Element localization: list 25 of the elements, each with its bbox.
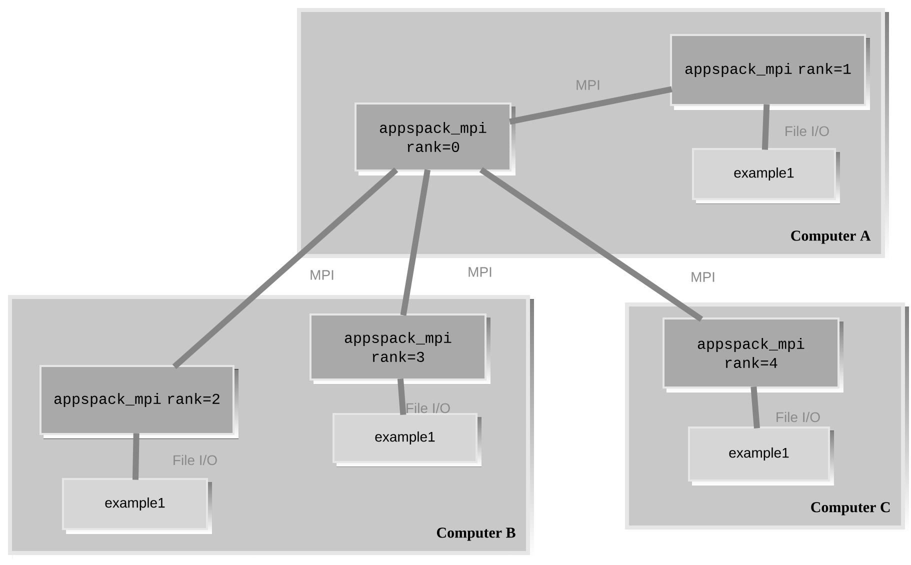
file-box: example1 <box>62 478 212 534</box>
connector-line <box>762 104 770 150</box>
process-box: appspack_mpi rank=3 <box>310 314 490 384</box>
edge-label: File I/O <box>406 402 450 414</box>
connector-line <box>172 167 398 370</box>
edge-label: File I/O <box>776 412 820 422</box>
connector-line <box>397 378 406 416</box>
connector-line <box>132 433 140 480</box>
connector-line <box>750 386 760 429</box>
process-box: appspack_mpi rank=2 <box>40 365 238 439</box>
file-box: example1 <box>692 148 840 204</box>
connector-line <box>400 169 431 316</box>
connector-line <box>509 86 672 125</box>
process-box: appspack_mpi rank=0 <box>354 102 516 176</box>
edge-label: MPI <box>310 270 334 280</box>
edge-label: MPI <box>468 267 492 277</box>
edge-label: File I/O <box>786 126 829 136</box>
file-box: example1 <box>688 426 834 486</box>
edge-label: MPI <box>692 272 714 282</box>
connector-line <box>479 167 704 322</box>
edge-label: MPI <box>576 80 600 90</box>
file-box: example1 <box>332 413 482 467</box>
process-box: appspack_mpi rank=1 <box>670 34 870 110</box>
process-box: appspack_mpi rank=4 <box>662 318 844 392</box>
edge-label: File I/O <box>174 454 217 466</box>
